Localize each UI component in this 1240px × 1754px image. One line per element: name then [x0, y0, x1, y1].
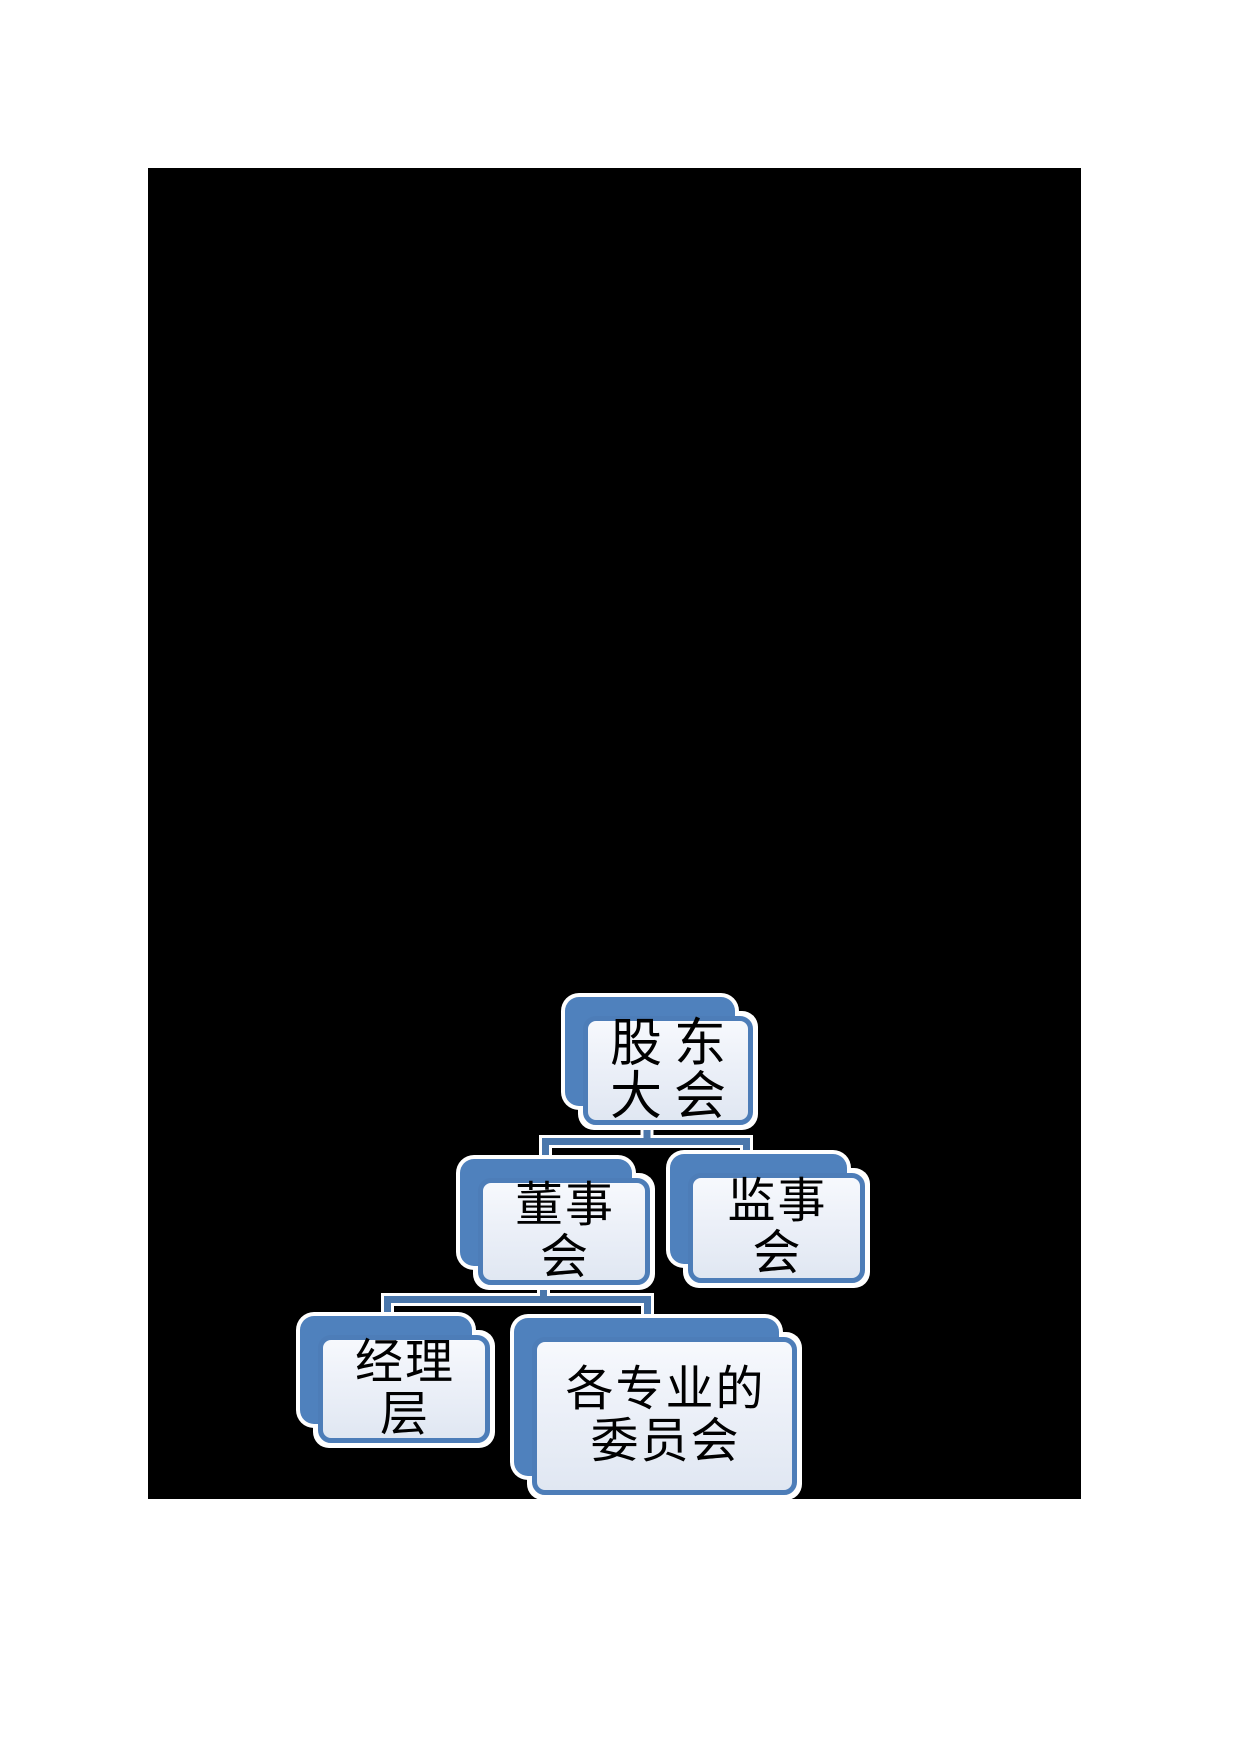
org-node-supervisory-board: 监事 会 — [670, 1154, 870, 1288]
node-face: 股东 大会 — [583, 1016, 753, 1125]
node-label-line: 经理 — [354, 1336, 455, 1389]
node-label-line: 委员会 — [590, 1415, 741, 1468]
node-face: 经理 层 — [318, 1335, 490, 1443]
org-node-board-of-directors: 董事 会 — [460, 1159, 655, 1290]
org-node-special-committees: 各专业的 委员会 — [514, 1318, 802, 1499]
connector-bottom-branch — [384, 1296, 651, 1324]
node-label-line: 董事 — [514, 1178, 615, 1232]
node-label-line: 各专业的 — [565, 1363, 766, 1416]
node-label-line: 监事 — [727, 1175, 828, 1228]
node-label-line: 股东 — [609, 1015, 738, 1073]
org-node-shareholders-meeting: 股东 大会 — [565, 997, 758, 1130]
connector-top-branch — [542, 1138, 750, 1166]
node-label-line: 会 — [752, 1227, 803, 1280]
org-node-management-level: 经理 层 — [300, 1316, 495, 1448]
org-chart-connectors — [381, 1121, 753, 1324]
node-face: 各专业的 委员会 — [532, 1337, 797, 1495]
node-label-line: 会 — [539, 1230, 590, 1284]
node-label-line: 层 — [379, 1388, 430, 1441]
node-label-line: 大会 — [609, 1068, 738, 1126]
node-face: 董事 会 — [478, 1178, 650, 1285]
embedded-image-canvas: 股东 大会 董事 会 监事 会 经理 层 各专业的 委员会 — [148, 168, 1081, 1499]
node-face: 监事 会 — [688, 1173, 865, 1283]
